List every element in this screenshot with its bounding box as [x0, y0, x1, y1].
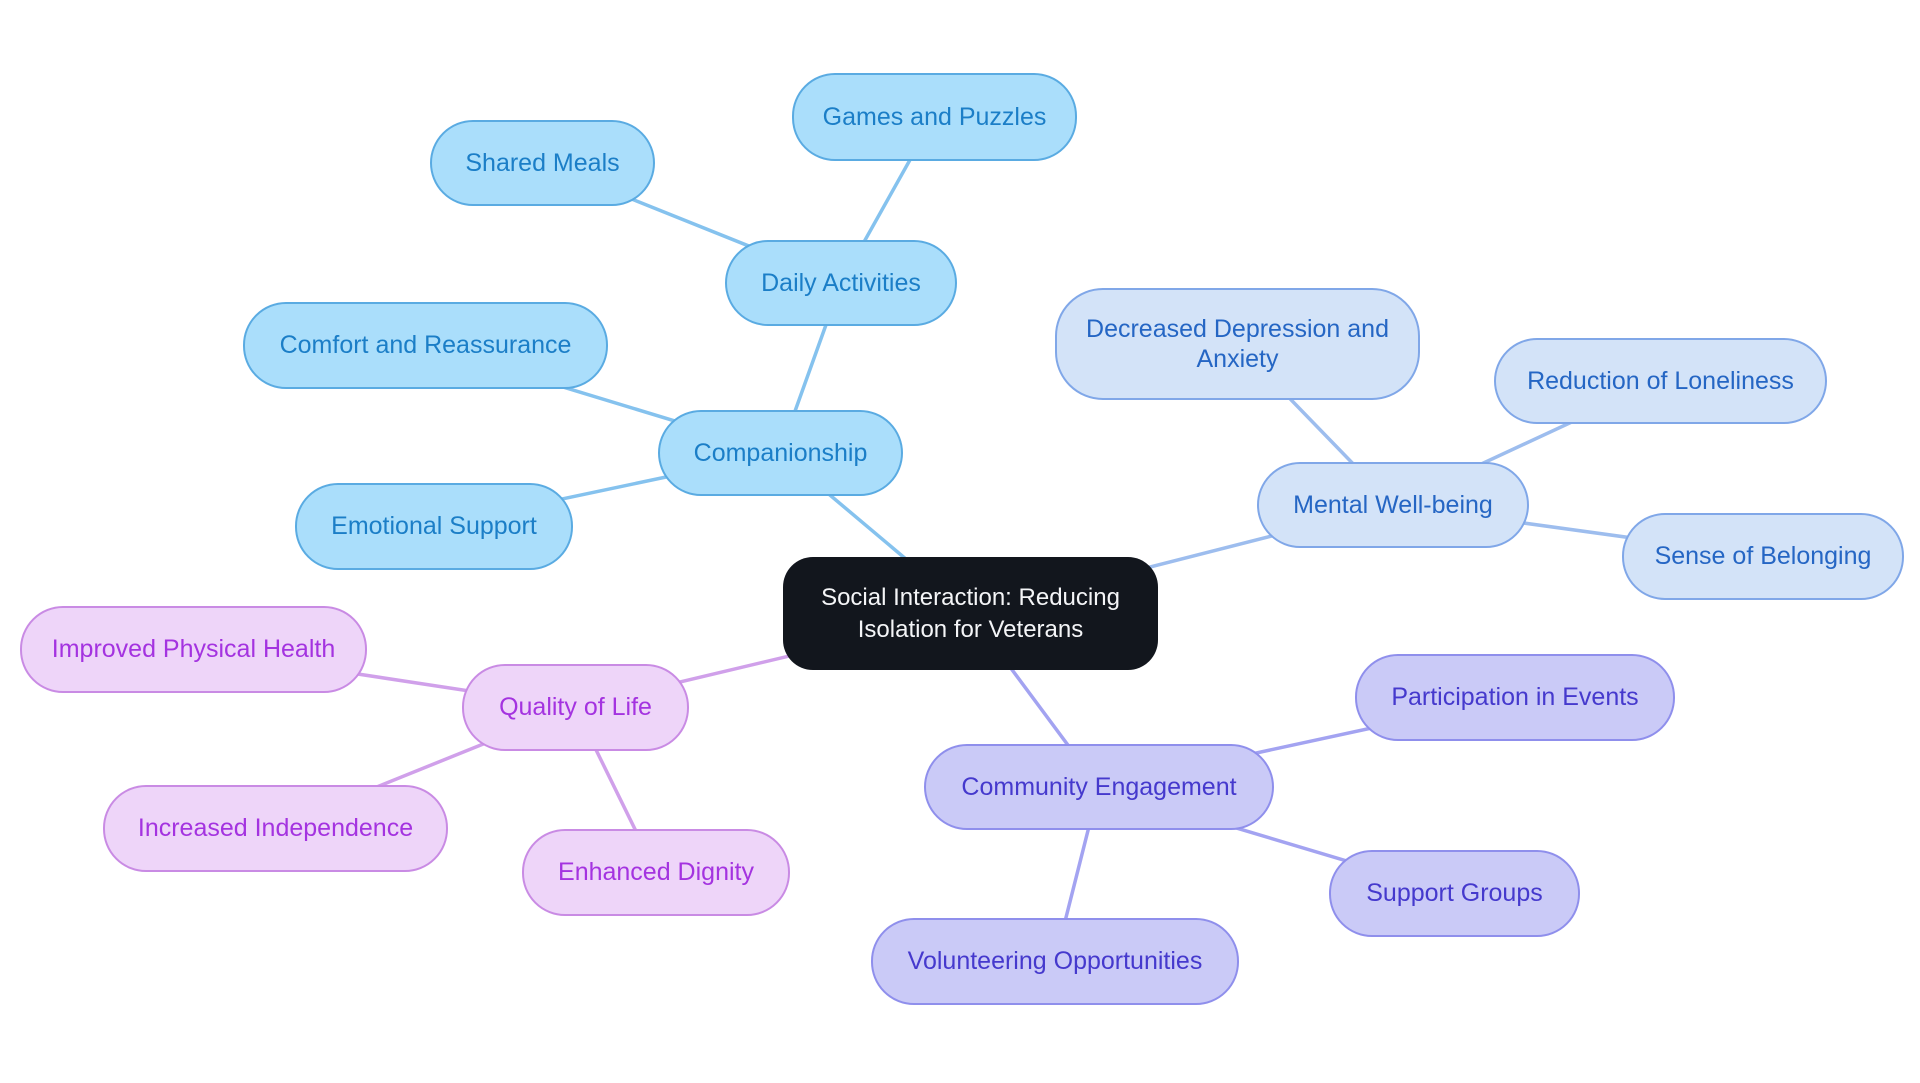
- node-improved-physical-health[interactable]: Improved Physical Health: [20, 606, 367, 693]
- node-companionship[interactable]: Companionship: [658, 410, 903, 496]
- node-enhanced-dignity[interactable]: Enhanced Dignity: [522, 829, 790, 916]
- node-emotional-support[interactable]: Emotional Support: [295, 483, 573, 570]
- node-participation-in-events[interactable]: Participation in Events: [1355, 654, 1675, 741]
- node-volunteering-opportunities[interactable]: Volunteering Opportunities: [871, 918, 1239, 1005]
- node-daily-activities[interactable]: Daily Activities: [725, 240, 957, 326]
- node-comfort-and-reassurance[interactable]: Comfort and Reassurance: [243, 302, 608, 389]
- node-root[interactable]: Social Interaction: Reducing Isolation f…: [783, 557, 1158, 670]
- node-increased-independence[interactable]: Increased Independence: [103, 785, 448, 872]
- node-reduction-of-loneliness[interactable]: Reduction of Loneliness: [1494, 338, 1827, 424]
- node-games-and-puzzles[interactable]: Games and Puzzles: [792, 73, 1077, 161]
- node-mental-well-being[interactable]: Mental Well-being: [1257, 462, 1529, 548]
- node-support-groups[interactable]: Support Groups: [1329, 850, 1580, 937]
- node-community-engagement[interactable]: Community Engagement: [924, 744, 1274, 830]
- node-sense-of-belonging[interactable]: Sense of Belonging: [1622, 513, 1904, 600]
- node-quality-of-life[interactable]: Quality of Life: [462, 664, 689, 751]
- node-shared-meals[interactable]: Shared Meals: [430, 120, 655, 206]
- node-decreased-depression-anxiety[interactable]: Decreased Depression and Anxiety: [1055, 288, 1420, 400]
